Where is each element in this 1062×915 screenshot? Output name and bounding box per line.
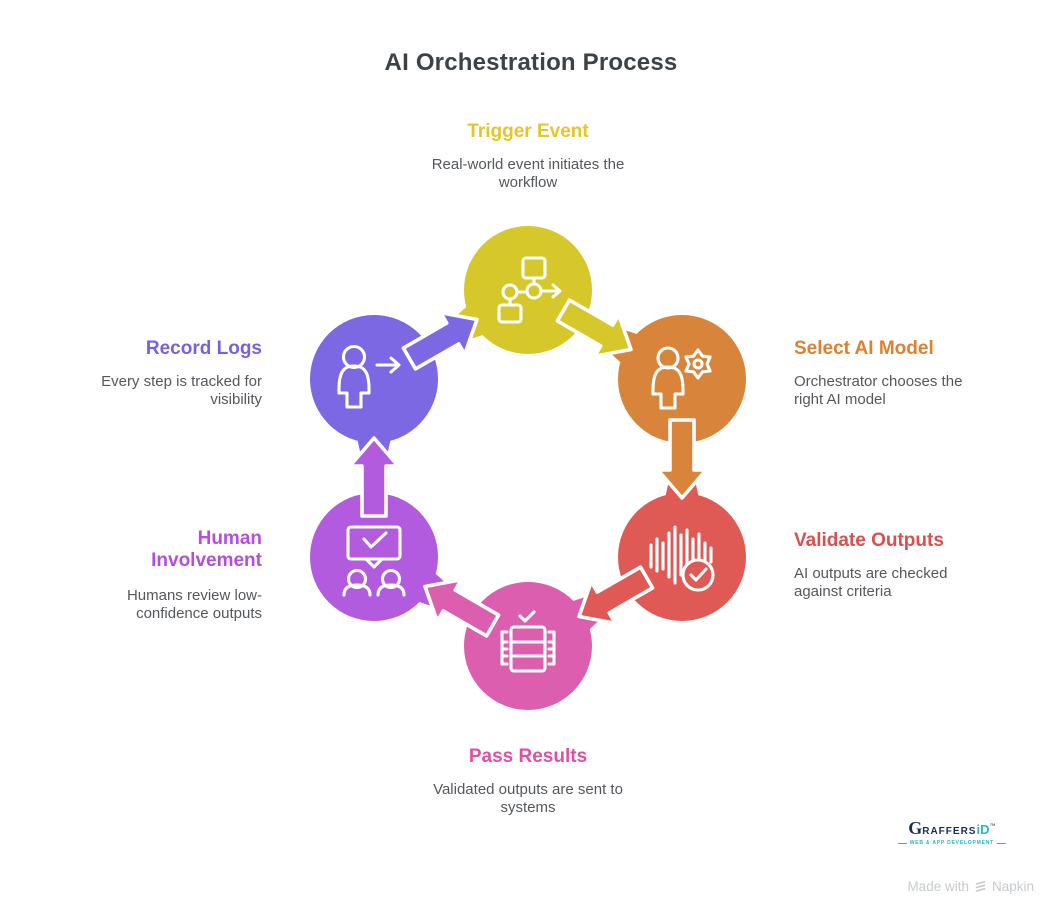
step-title: Human Involvement	[151, 528, 262, 572]
waveform-check-icon	[649, 525, 715, 592]
arrow-select-to-validate	[656, 418, 708, 500]
people-approval-icon	[342, 525, 406, 597]
page-title: AI Orchestration Process	[384, 49, 678, 76]
step-circle-human-involvement	[310, 493, 438, 621]
tagline-dash-left	[897, 843, 907, 844]
tagline-dash-right	[997, 843, 1006, 844]
arrow-trigger-to-select	[555, 298, 633, 359]
step-description: Validated outputs are sent to systems	[433, 781, 623, 817]
arrow-record-to-trigger	[401, 310, 479, 371]
arrow-validate-to-pass	[577, 565, 655, 626]
step-title: Select AI Model	[794, 338, 934, 359]
step-description: Every step is tracked for visibility	[101, 373, 262, 409]
step-title: Record Logs	[145, 338, 262, 359]
step-circle-record-logs	[310, 315, 438, 443]
connector-arrows	[348, 298, 708, 638]
step-label-validate-outputs: Validate Outputs AI outputs are checked …	[794, 530, 969, 601]
brand-letters-raffers: RAFFERS	[922, 826, 977, 837]
arrow-pass-to-human	[423, 577, 501, 638]
step-title: Validate Outputs	[794, 530, 944, 551]
step-description: Humans review low-confidence outputs	[126, 587, 262, 623]
step-label-pass-results: Pass Results Validated outputs are sent …	[418, 746, 638, 817]
person-forward-icon	[337, 344, 401, 409]
made-with-text: Made with	[907, 879, 969, 894]
graffersid-wordmark: GRAFFERSiD™	[898, 819, 1006, 838]
graffersid-logo: GRAFFERSiD™ WEB & APP DEVELOPMENT	[897, 819, 1006, 846]
brand-letters-id: iD	[976, 822, 990, 837]
step-circle-pass-results	[464, 582, 592, 710]
step-description: Real-world event initiates the workflow	[431, 156, 625, 192]
made-with-napkin[interactable]: Made with Napkin	[907, 879, 1034, 894]
step-description: Orchestrator chooses the right AI model	[794, 373, 963, 409]
brand-letter-g: G	[908, 818, 923, 838]
step-label-trigger-event: Trigger Event Real-world event initiates…	[428, 121, 628, 192]
step-label-record-logs: Record Logs Every step is tracked for vi…	[62, 338, 262, 409]
database-check-icon	[500, 610, 556, 673]
step-title: Pass Results	[468, 746, 588, 767]
brand-trademark: ™	[989, 823, 996, 830]
step-label-select-ai-model: Select AI Model Orchestrator chooses the…	[794, 338, 984, 409]
step-description: AI outputs are checked against criteria	[794, 565, 948, 601]
step-title: Trigger Event	[467, 121, 589, 142]
brand-tagline: WEB & APP DEVELOPMENT	[897, 840, 1006, 846]
step-label-human-involvement: Human Involvement Humans review low-conf…	[102, 528, 262, 623]
napkin-text: Napkin	[991, 879, 1034, 894]
tagline-text: WEB & APP DEVELOPMENT	[909, 840, 994, 846]
workflow-icon	[497, 256, 562, 324]
person-gear-icon	[651, 346, 712, 410]
arrow-human-to-record	[348, 436, 400, 518]
napkin-icon	[975, 881, 986, 892]
